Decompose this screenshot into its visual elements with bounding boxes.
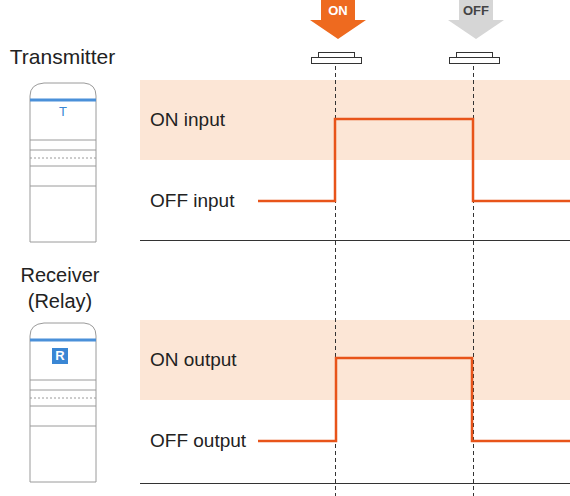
arrow-label: ON bbox=[310, 3, 366, 18]
dashed-guides bbox=[336, 66, 474, 496]
device-mark: R bbox=[52, 348, 68, 364]
arrow-outline bbox=[310, 0, 366, 39]
signal-name: ON input bbox=[150, 80, 225, 160]
device-mark: T bbox=[52, 104, 74, 120]
arrow-label: OFF bbox=[448, 3, 504, 18]
signal-name: OFF output bbox=[150, 429, 260, 452]
signal-waveforms bbox=[258, 119, 570, 441]
release-arrow: OFF bbox=[448, 0, 504, 40]
receiver-device bbox=[30, 323, 96, 482]
signal-name: ON output bbox=[150, 320, 237, 400]
press-arrow: ON bbox=[310, 0, 366, 40]
signal-band: ON output bbox=[140, 320, 570, 400]
divider-lines bbox=[140, 241, 570, 484]
device-title: Receiver (Relay) bbox=[0, 262, 120, 314]
push-buttons bbox=[312, 53, 500, 64]
signal-name: OFF input bbox=[150, 189, 260, 212]
signal-band: ON input bbox=[140, 80, 570, 160]
transmitter-device bbox=[30, 83, 96, 242]
device-title: Transmitter bbox=[0, 44, 125, 69]
arrow-outline bbox=[448, 0, 504, 39]
